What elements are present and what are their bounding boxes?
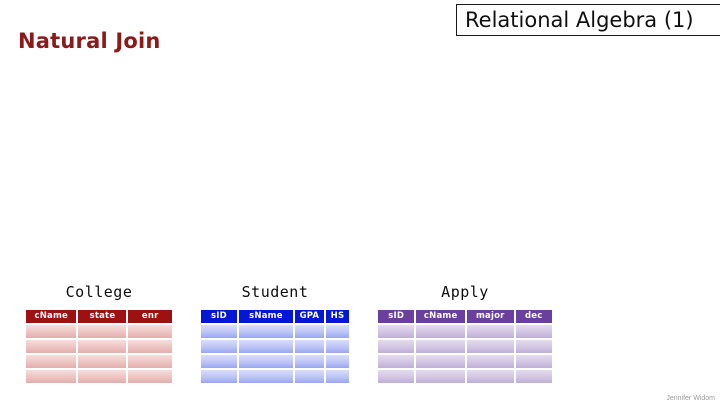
- table-cell: [325, 355, 349, 368]
- table-row: [378, 325, 552, 338]
- table-cell: [467, 340, 514, 353]
- table-cell: [238, 340, 293, 353]
- table-block-student: Student sID sName GPA HS: [199, 282, 351, 385]
- table-cell: [378, 340, 415, 353]
- table-cell: [467, 325, 514, 338]
- table-cell: [416, 370, 466, 383]
- table-caption-college: College: [65, 283, 133, 301]
- table-row: [26, 355, 172, 368]
- table-cell: [294, 355, 324, 368]
- table-cell: [128, 370, 172, 383]
- table-header-row: sID sName GPA HS: [201, 310, 349, 323]
- table-cell: [128, 355, 172, 368]
- column-header-major: major: [467, 310, 514, 323]
- table-block-apply: Apply sID cName major dec: [376, 282, 554, 385]
- column-header-sid: sID: [201, 310, 237, 323]
- table-header-row: sID cName major dec: [378, 310, 552, 323]
- column-header-cname: cName: [416, 310, 466, 323]
- table-row: [201, 355, 349, 368]
- slide-header-box: Relational Algebra (1): [456, 4, 720, 36]
- table-row: [201, 370, 349, 383]
- table-row: [201, 340, 349, 353]
- table-cell: [378, 370, 415, 383]
- table-cell: [201, 340, 237, 353]
- table-cell: [201, 325, 237, 338]
- table-cell: [416, 325, 466, 338]
- column-header-cname: cName: [26, 310, 77, 323]
- table-cell: [78, 340, 127, 353]
- table-cell: [467, 355, 514, 368]
- table-row: [201, 325, 349, 338]
- table-cell: [294, 340, 324, 353]
- table-cell: [467, 370, 514, 383]
- schema-tables-area: College cName state enr Student sID: [0, 282, 720, 405]
- table-cell: [238, 325, 293, 338]
- column-header-hs: HS: [325, 310, 349, 323]
- table-row: [378, 370, 552, 383]
- table-cell: [515, 370, 552, 383]
- column-header-gpa: GPA: [294, 310, 324, 323]
- table-cell: [26, 340, 77, 353]
- table-caption-apply: Apply: [441, 283, 489, 301]
- table-row: [378, 340, 552, 353]
- table-cell: [238, 370, 293, 383]
- table-row: [26, 325, 172, 338]
- column-header-dec: dec: [515, 310, 552, 323]
- table-cell: [325, 340, 349, 353]
- table-cell: [325, 325, 349, 338]
- table-cell: [26, 355, 77, 368]
- table-cell: [78, 325, 127, 338]
- table-row: [378, 355, 552, 368]
- table-cell: [378, 325, 415, 338]
- table-cell: [78, 370, 127, 383]
- table-cell: [416, 355, 466, 368]
- table-cell: [201, 355, 237, 368]
- table-cell: [238, 355, 293, 368]
- table-cell: [128, 325, 172, 338]
- table-block-college: College cName state enr: [24, 282, 174, 385]
- table-cell: [294, 325, 324, 338]
- table-cell: [26, 325, 77, 338]
- table-apply: sID cName major dec: [376, 308, 554, 385]
- table-row: [26, 370, 172, 383]
- page-title: Natural Join: [18, 29, 161, 53]
- table-row: [26, 340, 172, 353]
- table-cell: [515, 340, 552, 353]
- presentation-title: Relational Algebra (1): [465, 8, 694, 32]
- table-cell: [78, 355, 127, 368]
- table-cell: [416, 340, 466, 353]
- table-cell: [26, 370, 77, 383]
- table-caption-student: Student: [241, 283, 309, 301]
- column-header-state: state: [78, 310, 127, 323]
- column-header-sid: sID: [378, 310, 415, 323]
- table-cell: [515, 325, 552, 338]
- table-cell: [325, 370, 349, 383]
- author-credit: Jennifer Widom: [666, 395, 715, 402]
- table-college: cName state enr: [24, 308, 174, 385]
- table-header-row: cName state enr: [26, 310, 172, 323]
- table-cell: [294, 370, 324, 383]
- table-cell: [515, 355, 552, 368]
- column-header-sname: sName: [238, 310, 293, 323]
- table-cell: [378, 355, 415, 368]
- table-cell: [128, 340, 172, 353]
- table-student: sID sName GPA HS: [199, 308, 351, 385]
- table-cell: [201, 370, 237, 383]
- column-header-enr: enr: [128, 310, 172, 323]
